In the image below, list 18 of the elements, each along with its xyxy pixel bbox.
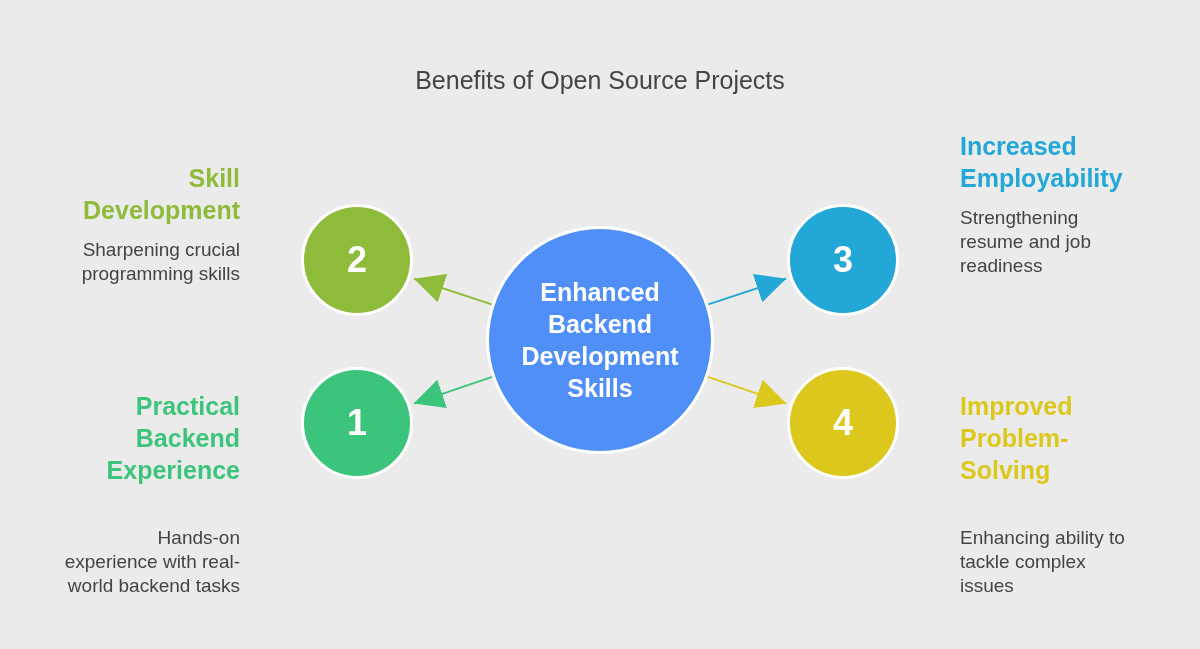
arrow — [413, 273, 493, 306]
description-text: Hands-on experience with real-world backend tasks — [63, 526, 240, 598]
step-number: 3 — [833, 240, 853, 280]
arrow — [707, 273, 787, 306]
arrow — [706, 375, 788, 409]
heading-text: Skill Development — [82, 163, 240, 226]
step-number: 2 — [347, 240, 367, 280]
heading-text: Increased Employability — [960, 131, 1124, 194]
arrow — [412, 375, 494, 409]
heading-text: Improved Problem-Solving — [960, 391, 1074, 486]
circle-text: Enhanced Backend Development Skills — [520, 277, 680, 404]
diagram-title: Benefits of Open Source Projects — [414, 66, 786, 95]
description-text: Enhancing ability to tackle complex issues — [960, 526, 1126, 598]
description-text: Sharpening crucial programming skills — [80, 238, 240, 286]
step-number: 1 — [347, 403, 367, 443]
step-number: 4 — [833, 403, 853, 443]
description-text: Strengthening resume and job readiness — [960, 206, 1092, 278]
heading-text: Practical Backend Experience — [105, 391, 240, 486]
